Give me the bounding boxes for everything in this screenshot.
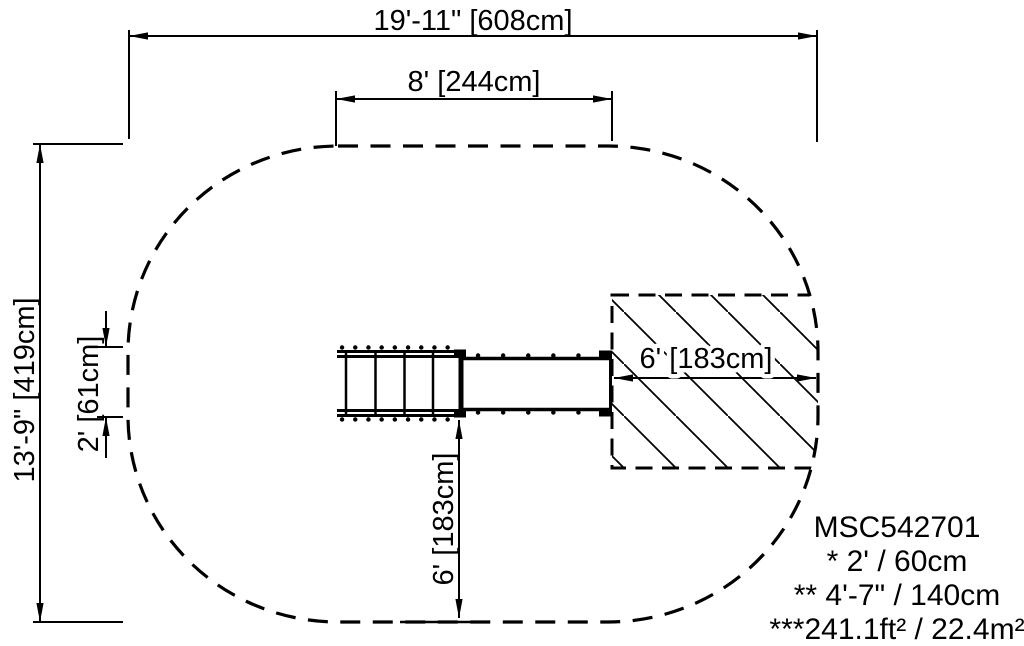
equipment-plan xyxy=(337,345,612,422)
arrowhead-up-icon xyxy=(455,420,463,439)
arrowhead-down-icon xyxy=(102,328,110,347)
arrowhead-up-icon xyxy=(102,417,110,436)
dim-side-clearance-label: 6' [183cm] xyxy=(640,343,773,375)
hatch-fill xyxy=(612,295,818,468)
ladder-rails xyxy=(337,350,463,417)
dim-front-clearance: 6' [183cm] xyxy=(400,420,490,624)
dim-overall-depth: 13'-9" [419cm] xyxy=(9,143,123,623)
arrowhead-left-icon xyxy=(129,32,148,40)
dim-overall-width-label: 19'-11" [608cm] xyxy=(373,5,572,37)
note-line-1: * 2' / 60cm xyxy=(827,545,968,578)
arrowhead-down-icon xyxy=(455,599,463,618)
dim-equipment-depth-label: 2' [61cm] xyxy=(73,336,105,453)
slide-chute xyxy=(454,349,612,418)
dim-front-clearance-label: 6' [183cm] xyxy=(428,453,460,586)
arrowhead-right-icon xyxy=(797,374,816,382)
model-number: MSC542701 xyxy=(814,511,981,544)
dim-platform-width-label: 8' [244cm] xyxy=(408,66,541,98)
arrowhead-right-icon xyxy=(593,95,612,103)
ladder-rungs xyxy=(344,350,464,417)
ladder-bolt-dots xyxy=(339,345,463,422)
arrowhead-left-icon xyxy=(614,374,633,382)
arrowhead-down-icon xyxy=(36,603,44,622)
dim-side-clearance: 6' [183cm] xyxy=(614,339,816,382)
notes-block: MSC542701 * 2' / 60cm ** 4'-7" / 140cm *… xyxy=(769,511,1024,646)
chute-left-bottom-knob xyxy=(454,409,466,418)
hatch-border xyxy=(610,293,818,470)
arrowhead-left-icon xyxy=(336,95,355,103)
dim-platform-width: 8' [244cm] xyxy=(335,66,613,146)
note-line-3: ***241.1ft² / 22.4m² xyxy=(769,613,1024,646)
chute-right-top-tab xyxy=(599,350,612,358)
dim-equipment-depth: 2' [61cm] xyxy=(73,311,123,458)
arrowhead-up-icon xyxy=(36,144,44,163)
arrowhead-right-icon xyxy=(798,32,817,40)
note-line-2: ** 4'-7" / 140cm xyxy=(794,579,1000,612)
dim-overall-depth-label: 13'-9" [419cm] xyxy=(9,297,41,482)
dim-overall-width: 19'-11" [608cm] xyxy=(128,5,818,142)
chute-left-top-knob xyxy=(454,349,466,358)
clearance-hatch-area xyxy=(610,293,818,470)
